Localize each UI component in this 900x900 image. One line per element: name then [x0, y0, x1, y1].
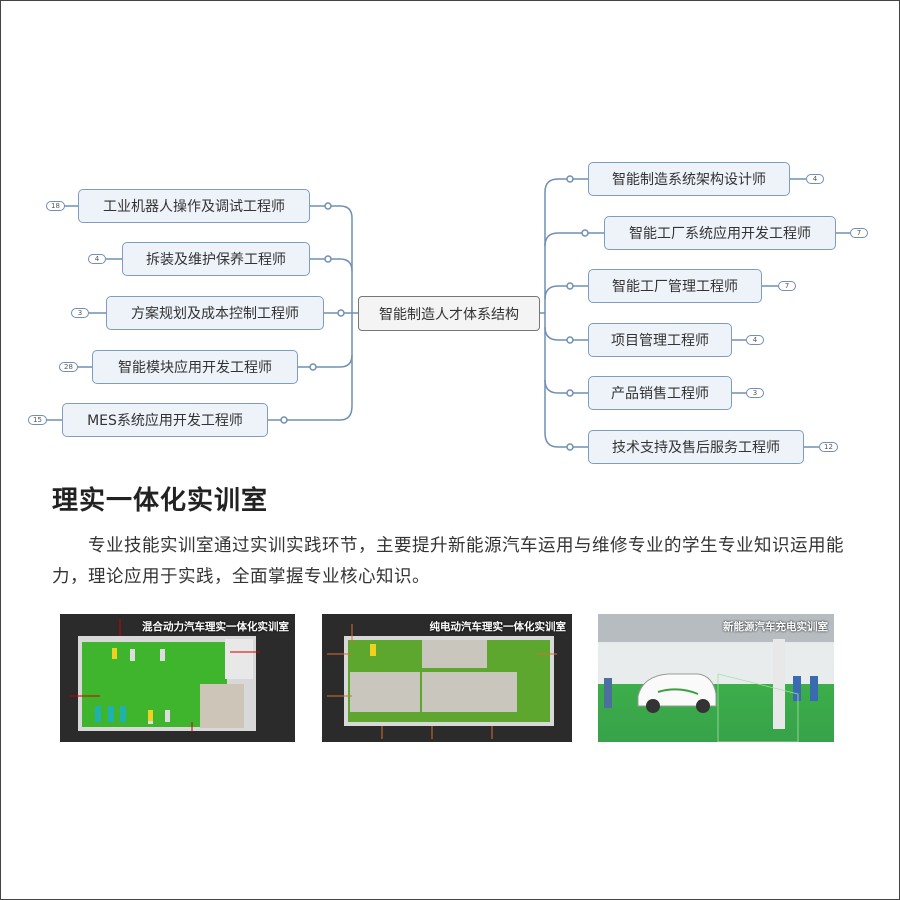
hybrid-lab-image: 混合动力汽车理实一体化实训室	[60, 614, 295, 742]
count-badge: 18	[46, 201, 65, 211]
count-badge: 12	[819, 442, 838, 452]
count-badge: 7	[850, 228, 868, 238]
mindmap-node-right-5: 产品销售工程师	[588, 376, 732, 410]
image-caption: 新能源汽车充电实训室	[723, 621, 828, 633]
count-badge: 3	[71, 308, 89, 318]
mindmap-node-left-5: MES系统应用开发工程师	[62, 403, 268, 437]
ev-lab-image: 纯电动汽车理实一体化实训室	[322, 614, 572, 742]
image-caption: 混合动力汽车理实一体化实训室	[142, 621, 289, 633]
mindmap-node-right-2: 智能工厂系统应用开发工程师	[604, 216, 836, 250]
mindmap-node-right-3: 智能工厂管理工程师	[588, 269, 762, 303]
mindmap-connectors	[46, 175, 850, 451]
count-badge: 4	[806, 174, 824, 184]
count-badge: 28	[59, 362, 78, 372]
count-badge: 4	[746, 335, 764, 345]
mindmap-node-right-1: 智能制造系统架构设计师	[588, 162, 790, 196]
mindmap-node-right-4: 项目管理工程师	[588, 323, 732, 357]
section-description: 专业技能实训室通过实训实践环节，主要提升新能源汽车运用与维修专业的学生专业知识运…	[52, 536, 844, 587]
mindmap-node-left-3: 方案规划及成本控制工程师	[106, 296, 324, 330]
count-badge: 3	[746, 388, 764, 398]
mindmap-node-right-6: 技术支持及售后服务工程师	[588, 430, 804, 464]
count-badge: 7	[778, 281, 796, 291]
mindmap-node-left-4: 智能模块应用开发工程师	[92, 350, 298, 384]
mindmap-node-left-1: 工业机器人操作及调试工程师	[78, 189, 310, 223]
charging-lab-image: 新能源汽车充电实训室	[598, 614, 834, 742]
count-badge: 4	[88, 254, 106, 264]
mindmap-center-node: 智能制造人才体系结构	[358, 296, 540, 331]
count-badge: 15	[28, 415, 47, 425]
image-caption: 纯电动汽车理实一体化实训室	[429, 621, 567, 633]
mindmap-node-left-2: 拆装及维护保养工程师	[122, 242, 310, 276]
section-title: 理实一体化实训室	[52, 486, 269, 516]
